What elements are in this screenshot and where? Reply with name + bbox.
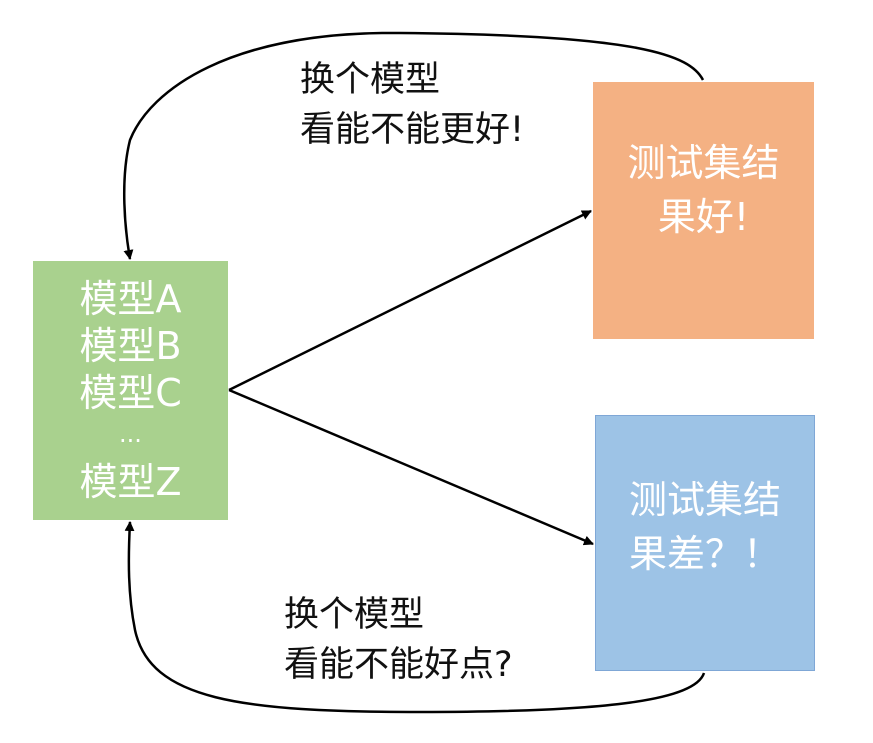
model-item-z: 模型Z bbox=[79, 459, 182, 504]
model-item-b: 模型B bbox=[79, 323, 182, 368]
bottom-loop-label: 换个模型 看能不能好点? bbox=[284, 590, 513, 690]
good-result-line-2: 果好! bbox=[657, 194, 750, 239]
bad-result-line-1: 测试集结 bbox=[628, 478, 781, 522]
model-list-box: 模型A 模型B 模型C ... 模型Z bbox=[33, 261, 228, 520]
bottom-feedback-arrow bbox=[124, 521, 706, 714]
top-loop-label-line-1: 换个模型 bbox=[300, 60, 441, 100]
model-item-a: 模型A bbox=[79, 276, 182, 321]
bottom-loop-label-line-1: 换个模型 bbox=[284, 595, 425, 635]
bottom-loop-label-line-2: 看能不能好点? bbox=[284, 645, 513, 685]
top-feedback-arrow bbox=[123, 31, 705, 260]
model-ellipsis: ... bbox=[119, 419, 142, 448]
arrow-to-good-result bbox=[228, 209, 592, 392]
good-result-box: 测试集结 果好! bbox=[593, 82, 814, 339]
good-result-line-1: 测试集结 bbox=[627, 140, 780, 185]
model-item-c: 模型C bbox=[79, 370, 182, 415]
bad-result-box: 测试集结 果差？！ bbox=[595, 415, 815, 671]
top-loop-label: 换个模型 看能不能更好! bbox=[300, 55, 524, 155]
bad-result-line-2: 果差？！ bbox=[628, 532, 781, 576]
arrow-to-bad-result bbox=[228, 388, 594, 546]
top-loop-label-line-2: 看能不能更好! bbox=[300, 110, 525, 150]
